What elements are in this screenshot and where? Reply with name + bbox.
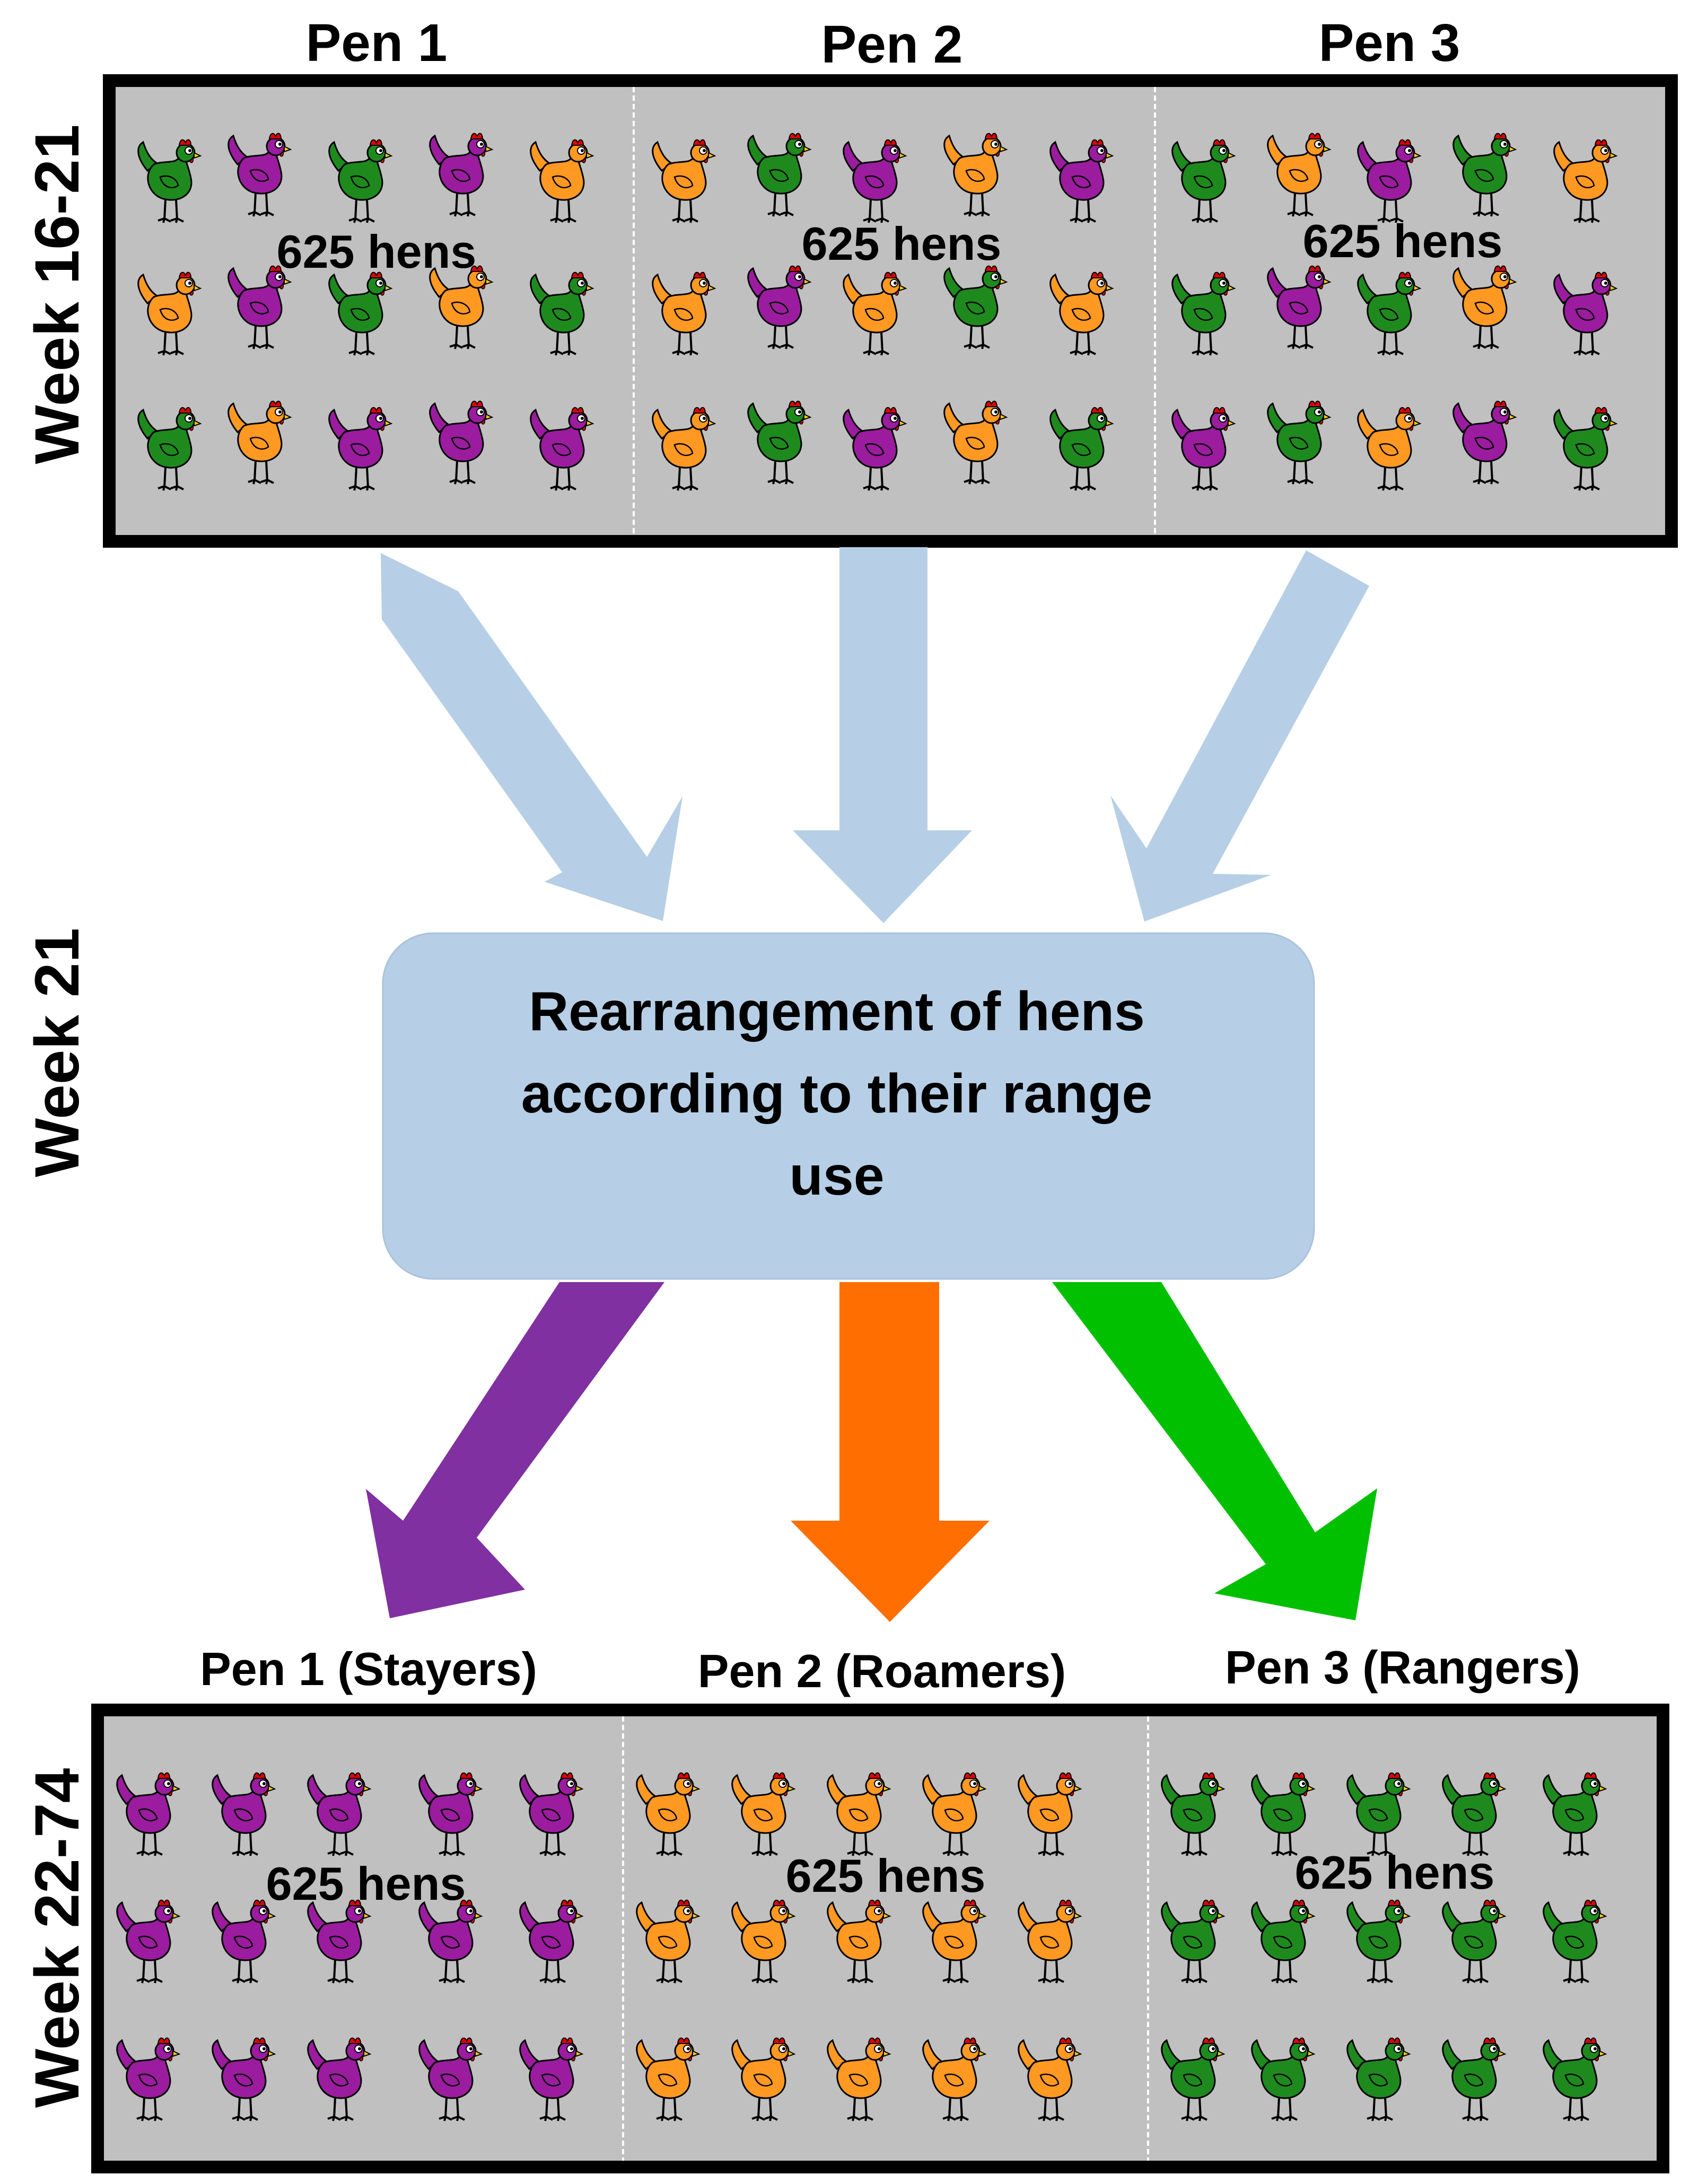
bottom-section: Pen 1 (Stayers) Pen 2 (Roamers) Pen 3 (R… [22,1641,1669,2173]
bottom-pen-3-title: Pen 3 (Rangers) [1225,1641,1580,1694]
box-line-2: according to their range [521,1063,1152,1125]
top-pen-2-count: 625 hens [802,217,1002,270]
bottom-arrows [366,1282,1377,1622]
top-pen-3-count: 625 hens [1303,215,1503,267]
top-pen-1-count: 625 hens [277,225,477,278]
purple-arrow [366,1282,664,1618]
bottom-pen-2-title: Pen 2 (Roamers) [698,1645,1066,1697]
top-pen-3-title: Pen 3 [1319,13,1460,73]
blue-arrow-left [381,553,682,921]
top-section: Pen 1 Pen 2 Pen 3 Week 16-21 625 hens 62… [22,13,1678,548]
top-pen-2-title: Pen 2 [821,15,963,74]
bottom-pen-1-count: 625 hens [266,1857,466,1910]
bottom-week-label: Week 22-74 [22,1768,92,2108]
orange-arrow [791,1282,990,1622]
top-pen-1-title: Pen 1 [306,13,448,73]
top-week-label: Week 16-21 [22,125,92,464]
top-arrows [381,547,1369,923]
middle-section: Week 21 Rearrangement of hens according … [22,928,1315,1280]
blue-arrow-right [1110,550,1369,922]
rearrangement-box [382,932,1315,1280]
box-line-1: Rearrangement of hens [529,981,1145,1042]
green-arrow [1052,1282,1377,1620]
bottom-pen-3-count: 625 hens [1295,1846,1495,1899]
middle-week-label: Week 21 [22,928,92,1177]
bottom-pen-2-count: 625 hens [786,1849,986,1902]
bottom-pen-1-title: Pen 1 (Stayers) [200,1643,537,1695]
box-line-3: use [789,1145,884,1207]
blue-arrow-middle [793,547,972,923]
